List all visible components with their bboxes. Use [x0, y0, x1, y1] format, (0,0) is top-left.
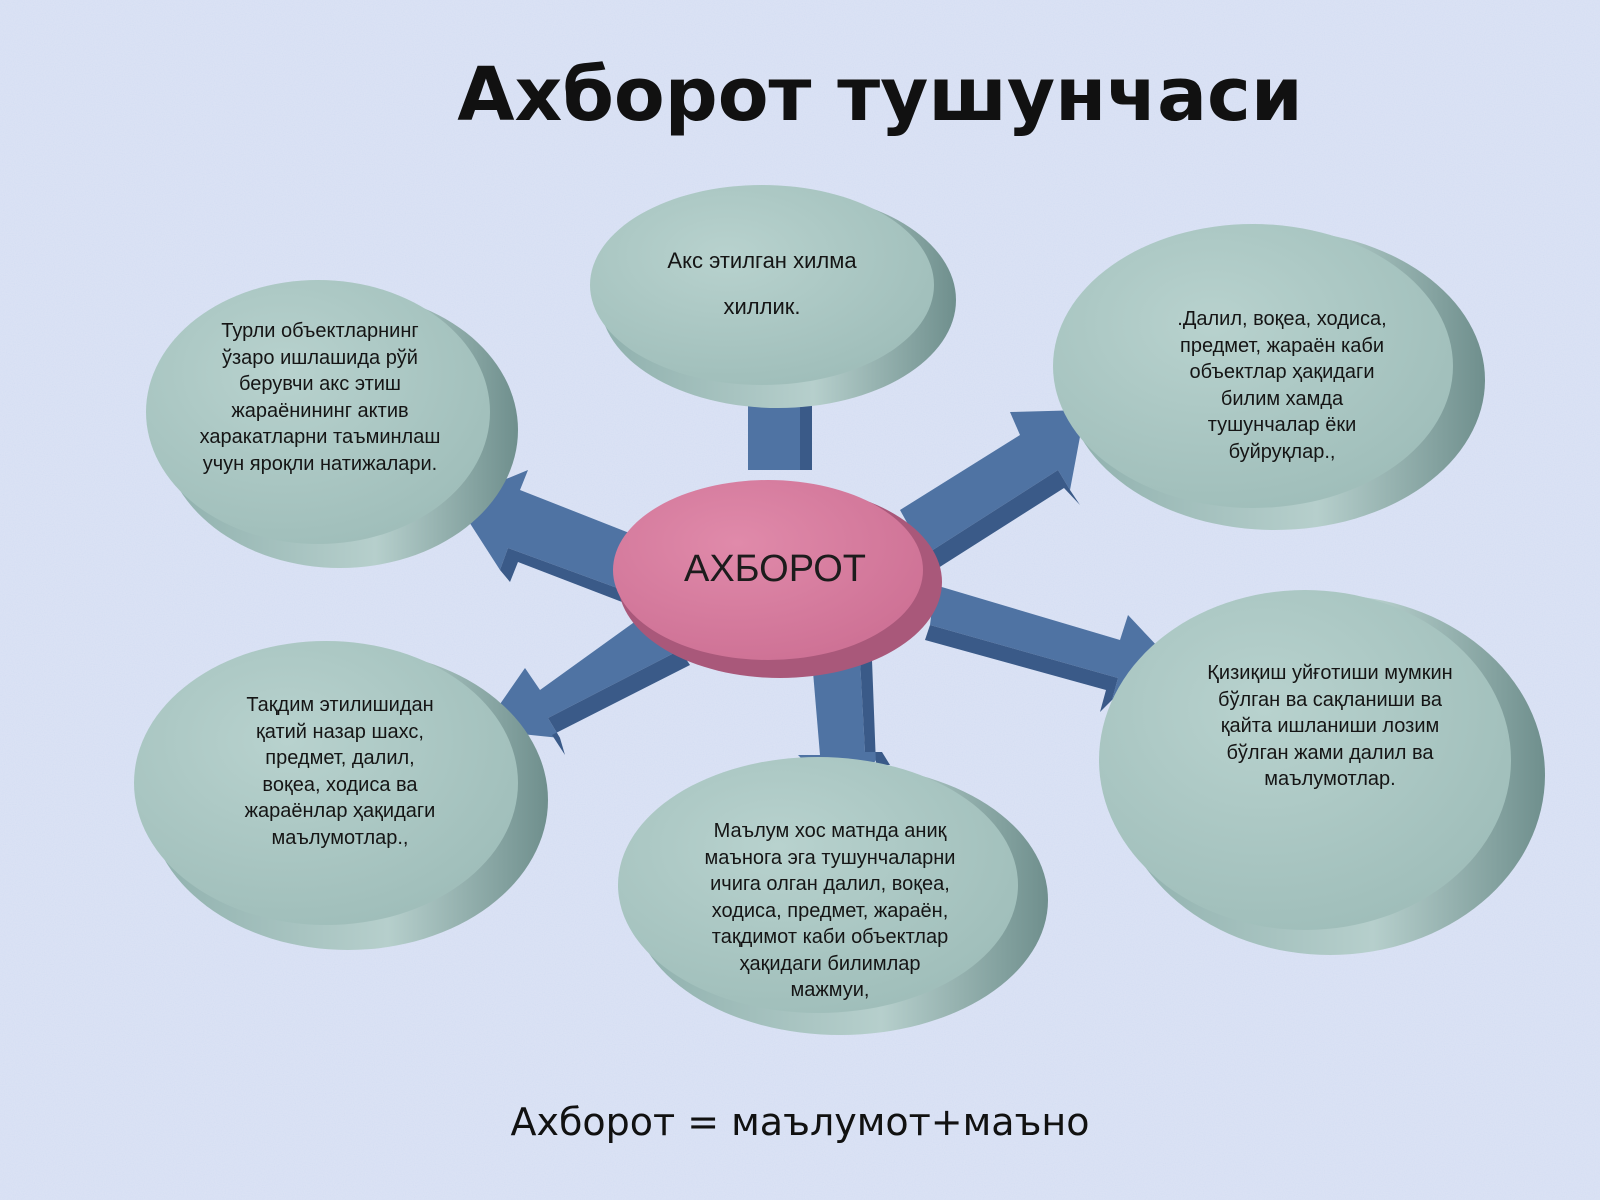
node-bottom — [618, 757, 1048, 1035]
node-top-left-label: Турли объектларнинг ўзаро ишлашида рўй б… — [199, 320, 441, 475]
arrow-to-bottom-right-node — [925, 585, 1175, 712]
node-bottom-right — [1099, 590, 1545, 955]
arrow-to-bottom-left-node — [482, 618, 690, 755]
arrow-to-top-left-node — [455, 470, 660, 612]
node-bottom-right-label: Қизиқиш уйғотиши мумкин бўлган ва сақлан… — [1207, 662, 1453, 790]
node-bottom-left-label: Тақдим этилишидан қатий назар шахс, пред… — [244, 694, 436, 849]
node-top — [590, 185, 956, 408]
node-bottom-left — [134, 641, 548, 950]
node-top-label: Акс этилган хилма хиллик. — [667, 248, 857, 319]
node-bottom-label: Маълум хос матнда аниқ маънога эга тушун… — [704, 820, 956, 1001]
page-title: Ахборот тушунчаси — [457, 52, 1303, 138]
node-top-right-label: .Далил, воқеа, ходиса, предмет, жараён к… — [1177, 308, 1387, 463]
center-label: АХБОРОТ — [683, 548, 867, 590]
center-node — [613, 480, 942, 678]
formula-caption: Ахборот = маълумот+маъно — [510, 1100, 1090, 1144]
node-top-right — [1053, 224, 1485, 530]
node-top-left — [146, 280, 518, 568]
arrow-to-top-right-node — [900, 410, 1085, 570]
